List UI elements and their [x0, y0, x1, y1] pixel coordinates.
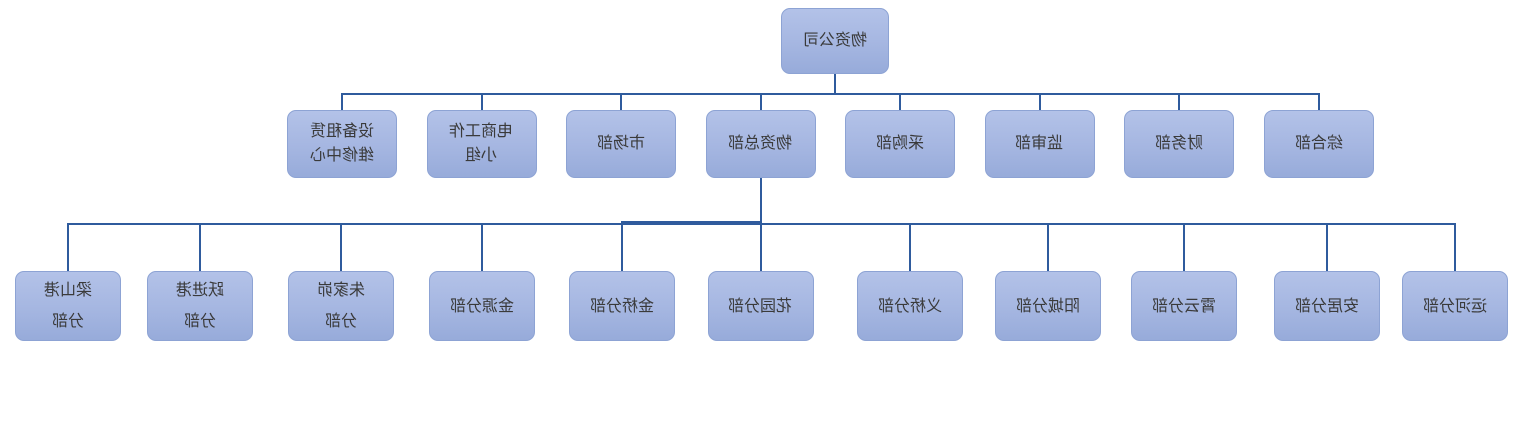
connector-stub-equipment-rental-maintenance-center — [341, 94, 343, 110]
node-label-jinqiao-branch: 金桥分部 — [589, 297, 654, 315]
connector-root-drop — [834, 74, 836, 94]
connector-materials-hq-drop — [759, 178, 762, 224]
node-supervision-audit-dept[interactable]: 监审部 — [984, 110, 1095, 178]
node-label-finance-dept: 财务部 — [1154, 135, 1203, 152]
node-label-yuejin-port-branch: 跃进港 分部 — [175, 282, 224, 330]
node-yangcheng-branch[interactable]: 阳城分部 — [995, 271, 1101, 341]
node-anju-branch[interactable]: 安居分部 — [1274, 271, 1380, 341]
node-general-affairs-dept[interactable]: 综合部 — [1264, 110, 1374, 178]
node-materials-company[interactable]: 物资公司 — [781, 8, 889, 74]
connector-stub-yangcheng-branch — [1047, 224, 1049, 271]
connector-level3-bus-thick — [621, 221, 762, 225]
node-label-yunhe-branch: 运河分部 — [1422, 297, 1487, 315]
node-label-xiaoyun-branch: 霄云分部 — [1151, 297, 1216, 315]
node-label-liangshan-port-branch: 梁山港 分部 — [43, 282, 92, 330]
connector-stub-jinyuan-branch — [481, 224, 483, 271]
node-label-equipment-rental-maintenance-center: 设备租赁 维修中心 — [309, 123, 374, 164]
node-finance-dept[interactable]: 财务部 — [1124, 110, 1234, 178]
node-label-materials-company: 物资公司 — [802, 32, 867, 49]
node-label-huayuan-branch: 花园分部 — [728, 297, 793, 315]
connector-stub-anju-branch — [1326, 224, 1328, 271]
connector-level2-bus — [341, 93, 1320, 95]
node-huayuan-branch[interactable]: 花园分部 — [707, 271, 814, 341]
node-yuejin-port-branch[interactable]: 跃进港 分部 — [147, 271, 253, 341]
node-jinqiao-branch[interactable]: 金桥分部 — [569, 271, 675, 341]
connector-stub-general-affairs-dept — [1318, 94, 1320, 110]
node-market-dept[interactable]: 市场部 — [566, 110, 676, 178]
node-ecommerce-workgroup[interactable]: 电商工作 小组 — [426, 110, 537, 178]
node-label-materials-headquarters: 物资总部 — [728, 135, 793, 152]
node-label-yiqiao-branch: 义桥分部 — [877, 297, 942, 315]
connector-stub-zhujiamao-branch — [340, 224, 342, 271]
connector-stub-finance-dept — [1178, 94, 1180, 110]
node-equipment-rental-maintenance-center[interactable]: 设备租赁 维修中心 — [287, 110, 397, 178]
node-jinyuan-branch[interactable]: 金源分部 — [429, 271, 535, 341]
node-label-ecommerce-workgroup: 电商工作 小组 — [449, 123, 514, 164]
connector-stub-yiqiao-branch — [909, 224, 911, 271]
connector-stub-huayuan-branch — [759, 224, 762, 271]
connector-stub-yunhe-branch — [1454, 224, 1456, 271]
node-label-anju-branch: 安居分部 — [1294, 297, 1359, 315]
node-yiqiao-branch[interactable]: 义桥分部 — [857, 271, 963, 341]
connector-stub-liangshan-port-branch — [67, 224, 69, 271]
connector-stub-supervision-audit-dept — [1038, 94, 1041, 110]
connector-stub-yuejin-port-branch — [199, 224, 201, 271]
node-label-supervision-audit-dept: 监审部 — [1015, 135, 1064, 152]
node-liangshan-port-branch[interactable]: 梁山港 分部 — [15, 271, 121, 341]
connector-stub-jinqiao-branch — [621, 224, 623, 271]
node-zhujiamao-branch[interactable]: 朱家峁 分部 — [288, 271, 394, 341]
connector-stub-xiaoyun-branch — [1183, 224, 1185, 271]
node-materials-headquarters[interactable]: 物资总部 — [705, 110, 816, 178]
connector-stub-ecommerce-workgroup — [480, 94, 483, 110]
node-label-general-affairs-dept: 综合部 — [1294, 135, 1343, 152]
node-label-zhujiamao-branch: 朱家峁 分部 — [316, 282, 365, 330]
node-label-yangcheng-branch: 阳城分部 — [1015, 297, 1080, 315]
connector-stub-market-dept — [620, 94, 622, 110]
node-procurement-dept[interactable]: 采购部 — [845, 110, 955, 178]
node-yunhe-branch[interactable]: 运河分部 — [1402, 271, 1508, 341]
connector-stub-procurement-dept — [899, 94, 901, 110]
node-label-procurement-dept: 采购部 — [875, 135, 924, 152]
connector-stub-materials-headquarters — [759, 94, 762, 110]
node-label-jinyuan-branch: 金源分部 — [449, 297, 514, 315]
node-xiaoyun-branch[interactable]: 霄云分部 — [1131, 271, 1237, 341]
node-label-market-dept: 市场部 — [596, 135, 645, 152]
